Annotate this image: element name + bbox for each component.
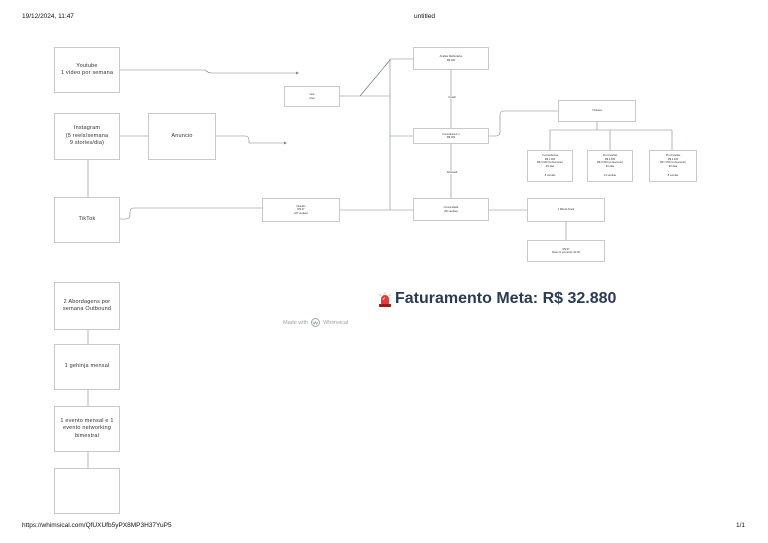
meta-heading: Faturamento Meta: R$ 32.880 — [378, 290, 616, 308]
upsell-label: Upsell — [440, 96, 464, 99]
whimsical-watermark[interactable]: Made with Whimsical — [283, 318, 348, 327]
tiktok-node[interactable]: TikTok — [54, 197, 120, 243]
plano-3-sales: 8 vendas — [667, 174, 679, 178]
downsell-label: Downsell — [438, 171, 466, 174]
consultoria-node[interactable]: Consultoria 1:1 R$ 000 — [413, 128, 489, 144]
page-number: 1/1 — [736, 522, 746, 529]
anuncio-node[interactable]: Anuncio — [148, 113, 216, 160]
empty-node[interactable] — [54, 468, 120, 514]
evento-node[interactable]: 1 evento mensal e 1 evento networking bi… — [54, 406, 120, 452]
comunidade-node[interactable]: Comunidade (50 vendas) — [413, 198, 489, 221]
instagram-node[interactable]: Instagram (5 reels/semana 9 stories/dia) — [54, 113, 120, 160]
isca-node[interactable]: Isca (cta) — [284, 86, 340, 107]
siren-icon — [379, 292, 391, 307]
plano-2-node[interactable]: 10 consultas R$ 2.000 R$ 3.000 (á descon… — [587, 150, 633, 182]
plano-1-node[interactable]: 3 consultorias R$ 1.000 R$ 3.000 (á desc… — [527, 150, 573, 182]
plano-2-sales: 12 vendas — [604, 174, 616, 178]
desafio-node[interactable]: Desafio R$ 47 (20 vendas) — [262, 198, 340, 222]
whimsical-logo-icon — [311, 318, 321, 327]
print-url[interactable]: https://whimsical.com/QfUXUfb5yPX8MP3H37… — [22, 522, 172, 529]
gehinja-node[interactable]: 1 gehinja mensal — [54, 344, 120, 390]
document-title: untitled — [414, 13, 435, 20]
meses-node[interactable]: 3 Meses — [558, 100, 636, 122]
mes-anual-node[interactable]: 1 Mês/ó Anual — [527, 198, 605, 222]
meta-label: Faturamento Meta: R$ 32.880 — [395, 290, 617, 307]
plano-3-details: 25 consultas R$ 2.400 R$ 7.000 (á descon… — [660, 154, 686, 168]
plano-3-node[interactable]: 25 consultas R$ 2.400 R$ 7.000 (á descon… — [649, 150, 697, 182]
abordagens-node[interactable]: 2 Abordagens por semana Outbound — [54, 282, 120, 330]
plano-1-details: 3 consultorias R$ 1.000 R$ 3.000 (á desc… — [537, 154, 563, 168]
plano-1-sales: 8 vendas — [544, 174, 556, 178]
watermark-prefix: Made with — [283, 319, 309, 326]
youtube-node[interactable]: Youtube 1 vídeo por semana — [54, 47, 120, 93]
analise-node[interactable]: Analise Melhorativo R$ 000 — [413, 47, 489, 70]
watermark-brand: Whimsical — [323, 319, 349, 326]
plano-2-details: 10 consultas R$ 2.000 R$ 3.000 (á descon… — [597, 154, 623, 168]
final-node[interactable]: R$ 97 Mais os primeiros 10-30 — [527, 240, 605, 262]
print-datetime: 19/12/2024, 11:47 — [22, 13, 74, 20]
